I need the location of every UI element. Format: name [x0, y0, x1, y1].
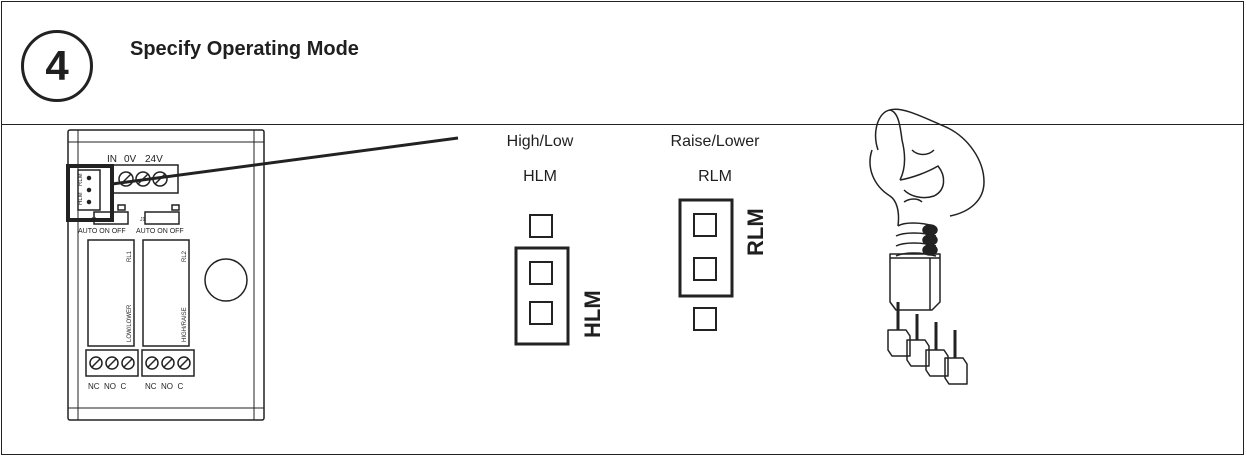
- hlm-jumper-diagram: [514, 214, 570, 346]
- pin-square: [693, 213, 717, 237]
- output-labels-left: NC NO C: [88, 382, 126, 391]
- callout-leader-line: [111, 136, 459, 186]
- switch-header-j2: [93, 211, 129, 225]
- jumper-outline: [678, 198, 734, 298]
- relay2-mode: HIGH/RAISE: [182, 307, 188, 342]
- potentiometer-icon: [204, 258, 248, 302]
- header-pins: [887, 302, 968, 385]
- control-board: [66, 129, 265, 421]
- rlm-jumper-diagram: [678, 198, 734, 331]
- jumper-label-hlm: HLM: [78, 192, 84, 205]
- hand-inserting-jumper-icon: [869, 108, 985, 385]
- output-labels-right: NC NO C: [145, 382, 183, 391]
- option-hlm-code-label: HLM: [523, 168, 557, 185]
- jumper-highlight-box: [66, 164, 114, 222]
- output-terminal-left: [85, 349, 139, 377]
- relay-rl1: [87, 239, 135, 347]
- hlm-jumper-label: HLM: [580, 290, 605, 338]
- output-terminal-right: [141, 349, 195, 377]
- step-number-badge: 4: [21, 30, 93, 102]
- pin-square: [693, 257, 717, 281]
- terminal-label-in: IN: [107, 154, 117, 165]
- relay1-id: RL1: [127, 250, 133, 262]
- header-divider: [1, 124, 1244, 125]
- option-rlm-code-label: RLM: [698, 168, 732, 185]
- jumper-outline: [514, 246, 570, 346]
- pin-square: [529, 261, 553, 285]
- switch-header-j1: [144, 211, 180, 225]
- switch-label-left: AUTO ON OFF: [78, 228, 126, 235]
- option-rlm-mode-label: Raise/Lower: [670, 133, 760, 150]
- relay-rl2: [142, 239, 190, 347]
- header-label-j1: J1: [140, 217, 146, 223]
- pin-square: [529, 214, 553, 238]
- header-label-j2: J2: [91, 217, 97, 223]
- terminal-label-0v: 0V: [124, 154, 137, 165]
- board-jumper-header: [77, 169, 101, 211]
- board-outline: [67, 129, 265, 421]
- terminal-screw-icon: [118, 171, 134, 187]
- step-number: 4: [45, 42, 69, 89]
- switch-label-right: AUTO ON OFF: [136, 228, 184, 235]
- board-text: IN 0V 24V HLM RLM J2 J1 AUTO ON OFF AUTO…: [78, 154, 188, 391]
- pin-square: [529, 301, 553, 325]
- step-title: Specify Operating Mode: [130, 38, 359, 60]
- terminal-label-24v: 24V: [145, 154, 163, 165]
- rlm-jumper-label: RLM: [743, 208, 768, 256]
- option-hlm-mode-label: High/Low: [506, 133, 574, 150]
- relay1-mode: LOW/LOWER: [127, 304, 133, 342]
- pin-square: [693, 307, 717, 331]
- relay2-id: RL2: [182, 250, 188, 262]
- jumper-shunt: [889, 253, 941, 311]
- jumper-label-rlm: RLM: [78, 173, 84, 186]
